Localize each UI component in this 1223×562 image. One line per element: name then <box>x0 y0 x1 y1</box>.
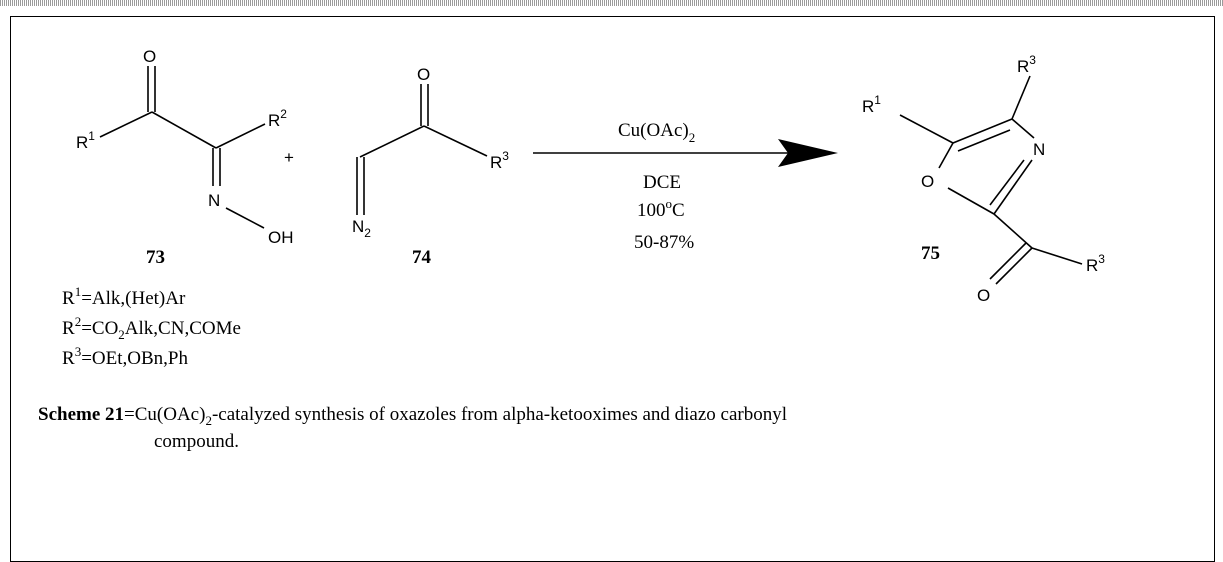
bond-c-r3 <box>423 125 488 157</box>
atom-n: N <box>208 191 220 210</box>
compound-74: O N2 R3 74 <box>352 65 509 268</box>
bond-c-c <box>151 111 217 149</box>
bond-c4-r3 <box>1011 75 1031 120</box>
bond-co-double-b <box>989 242 1027 280</box>
bond-n-c2-b <box>989 159 1025 206</box>
atom-o-ring: O <box>921 172 934 191</box>
yield-label: 50-87% <box>634 232 694 253</box>
atom-r1: R1 <box>862 93 881 116</box>
substituent-list: R1=Alk,(Het)Ar R2=CO2Alk,CN,COMe R3=OEt,… <box>62 284 241 369</box>
bond-c2-o <box>947 187 995 215</box>
bond-c-c <box>359 125 425 158</box>
bond-n-c2-a <box>993 159 1033 215</box>
temperature-label: 100oC <box>637 196 685 221</box>
compound-73: O R1 R2 N OH 73 <box>76 47 294 268</box>
substituent-r3: R3=OEt,OBn,Ph <box>62 344 188 369</box>
atom-o: O <box>417 65 430 84</box>
top-dotted-rule <box>0 0 1223 6</box>
bond-co-double-a <box>995 247 1033 285</box>
bond-r1-c <box>99 111 153 138</box>
reagent-label: Cu(OAc)2 <box>618 120 695 145</box>
bond-o-c5 <box>938 142 954 169</box>
atom-r3-top: R3 <box>1017 53 1036 76</box>
bond-c5-c4-b <box>957 129 1011 152</box>
compound-number-75: 75 <box>921 243 940 264</box>
caption-line-2: compound. <box>154 431 239 452</box>
atom-r1: R1 <box>76 129 95 152</box>
compound-75: R1 R3 N O O R3 75 <box>862 53 1105 305</box>
atom-n2: N2 <box>352 217 371 240</box>
solvent-label: DCE <box>643 172 681 193</box>
compound-number-74: 74 <box>412 247 432 268</box>
plus-sign: + <box>284 148 294 167</box>
atom-r3: R3 <box>1086 252 1105 275</box>
reaction-arrowhead <box>778 139 838 167</box>
bond-c4-n <box>1011 118 1035 139</box>
caption-line-1: Scheme 21=Cu(OAc)2-catalyzed synthesis o… <box>38 404 787 428</box>
bond-carbonyl-r3 <box>1031 247 1083 265</box>
bond-n-oh <box>225 207 265 229</box>
scheme-caption: Scheme 21=Cu(OAc)2-catalyzed synthesis o… <box>38 404 787 452</box>
atom-n: N <box>1033 140 1045 159</box>
atom-o: O <box>143 47 156 66</box>
bond-c2-carbonyl <box>993 213 1033 249</box>
atom-r3: R3 <box>490 149 509 172</box>
substituent-r2: R2=CO2Alk,CN,COMe <box>62 314 241 342</box>
bond-c5-r1 <box>899 114 954 144</box>
compound-number-73: 73 <box>146 247 165 268</box>
atom-o-carbonyl: O <box>977 286 990 305</box>
reaction-arrow-group: Cu(OAc)2 DCE 100oC 50-87% <box>533 120 838 253</box>
atom-oh: OH <box>268 228 294 247</box>
bond-c-r2 <box>215 123 266 149</box>
bond-c5-c4-a <box>952 118 1013 144</box>
substituent-r1: R1=Alk,(Het)Ar <box>62 284 186 309</box>
atom-r2: R2 <box>268 107 287 130</box>
